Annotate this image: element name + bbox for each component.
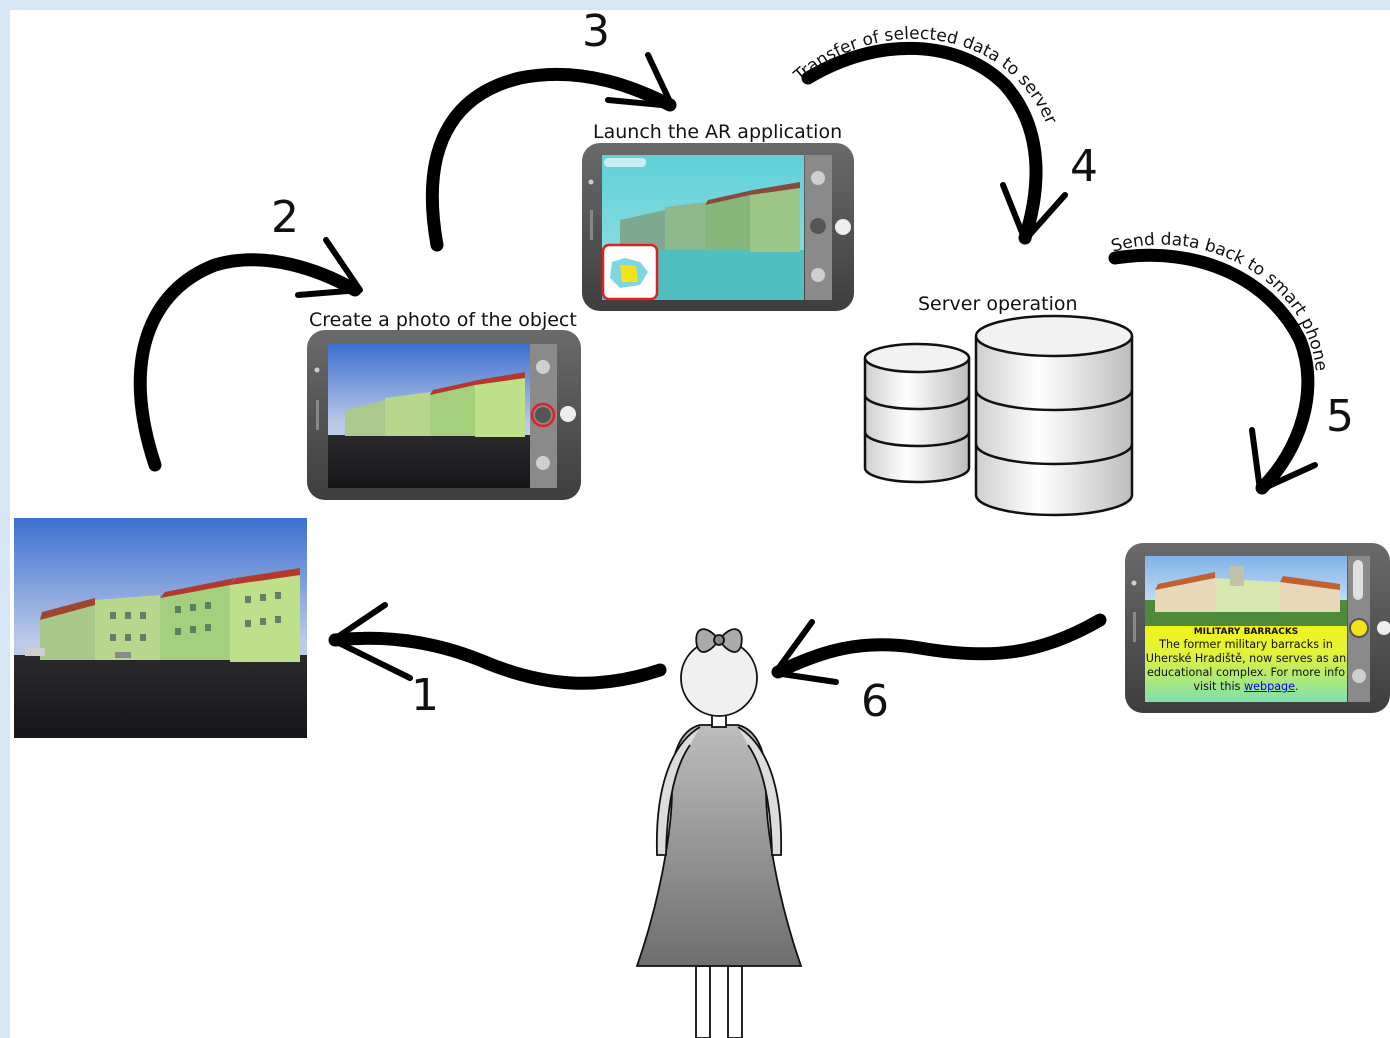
arrow-2 — [133, 237, 363, 472]
info-card-text: The former military barracks in Uherské … — [1145, 638, 1347, 693]
info-card-body: The former military barracks in Uherské … — [1145, 638, 1347, 694]
info-card: MILITARY BARRACKS The former military ba… — [1145, 625, 1347, 701]
database-icon-small — [863, 342, 971, 484]
server-operation-label: Server operation — [918, 293, 1078, 315]
step-number-3: 3 — [582, 6, 610, 57]
arrow-6 — [771, 613, 1107, 685]
arrow-4 — [801, 41, 1068, 245]
step-number-5: 5 — [1326, 391, 1354, 442]
arrow-5 — [1108, 248, 1318, 495]
user-figure — [635, 628, 803, 1038]
step-number-2: 2 — [271, 192, 299, 243]
step-number-6: 6 — [861, 676, 889, 727]
phone-result — [1125, 543, 1390, 713]
shutter-highlight — [530, 402, 556, 428]
info-card-end: . — [1295, 680, 1299, 693]
step-number-1: 1 — [411, 670, 439, 721]
arrow-3 — [425, 52, 677, 252]
info-card-link[interactable]: webpage — [1243, 680, 1296, 693]
phone-ar-app — [582, 143, 854, 311]
step-number-4: 4 — [1070, 141, 1098, 192]
arrow-1 — [328, 602, 667, 690]
launch-ar-label: Launch the AR application — [593, 121, 843, 143]
create-photo-label: Create a photo of the object — [309, 309, 577, 331]
database-icon-large — [974, 314, 1134, 517]
info-card-title: MILITARY BARRACKS — [1193, 627, 1299, 637]
object-photo — [14, 518, 307, 738]
phone-camera — [307, 330, 581, 500]
